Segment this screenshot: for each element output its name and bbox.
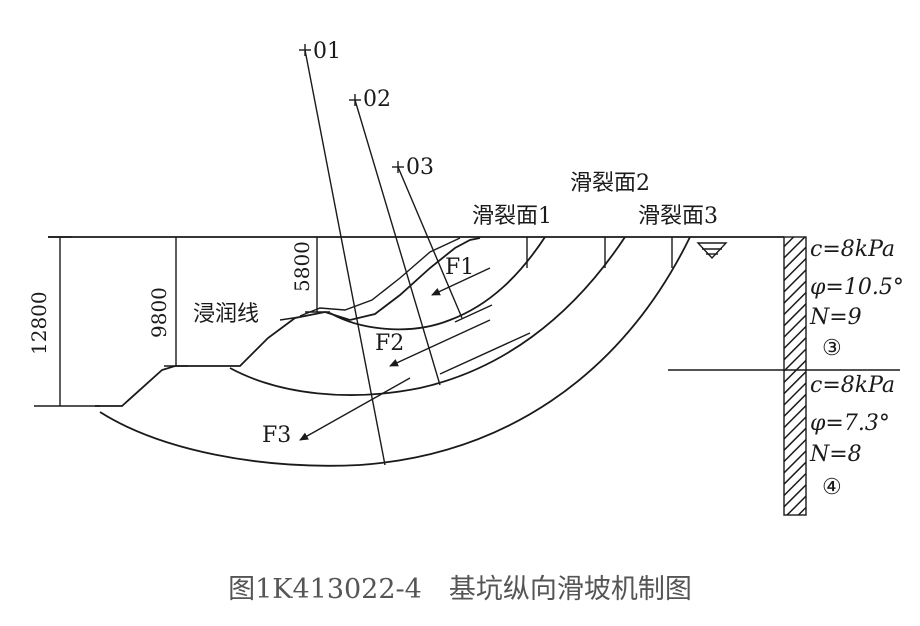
layer3-cohesion: c=8kPa — [810, 237, 895, 262]
phreatic-line-label: 浸润线 — [193, 302, 259, 327]
dimension-label-5800: 5800 — [290, 241, 314, 292]
force-label-f1: F1 — [445, 255, 474, 280]
water-table-icon — [696, 242, 728, 260]
dimension-12800 — [34, 236, 100, 407]
dimension-9800 — [164, 237, 188, 367]
figure-caption: 图1K413022-4 基坑纵向滑坡机制图 — [228, 574, 692, 605]
center-marker-02 — [349, 94, 361, 106]
radius-line-03 — [397, 166, 463, 319]
slip-label-2: 滑裂面2 — [570, 171, 650, 196]
center-label-01: 01 — [313, 39, 341, 64]
radius-line-02 — [354, 99, 441, 386]
layer4-cohesion: c=8kPa — [810, 373, 895, 398]
layer3-spt-n: N=9 — [809, 305, 862, 330]
force-arrow-f1 — [431, 267, 491, 296]
slip-label-1: 滑裂面1 — [472, 204, 552, 229]
retaining-wall — [783, 236, 807, 516]
slip-label-3: 滑裂面3 — [638, 204, 718, 229]
force-arrow-f3 — [299, 377, 411, 441]
force-label-f2: F2 — [375, 331, 404, 356]
slip-surface-1 — [329, 236, 546, 331]
center-label-03: 03 — [406, 155, 434, 180]
center-marker-01 — [299, 44, 311, 56]
force-arrow-f2 — [389, 319, 491, 367]
radius-line-01 — [304, 49, 386, 466]
dimension-5800 — [305, 237, 330, 313]
center-label-02: 02 — [363, 87, 391, 112]
force-guide-2 — [439, 332, 531, 375]
phreatic-line — [299, 237, 461, 317]
layer3-friction-angle: φ=10.5° — [810, 275, 904, 300]
layer4-number: ④ — [822, 475, 842, 500]
center-marker-03 — [392, 161, 404, 173]
slip-surface-3 — [99, 236, 691, 467]
layer4-friction-angle: φ=7.3° — [810, 411, 890, 436]
phreatic-leader — [279, 316, 301, 321]
layer3-number: ③ — [822, 336, 842, 361]
layer4-spt-n: N=8 — [809, 442, 862, 467]
force-label-f3: F3 — [262, 423, 291, 448]
dimension-label-9800: 9800 — [147, 287, 171, 338]
dimension-label-12800: 12800 — [27, 291, 51, 355]
force-guide-1 — [454, 304, 493, 323]
slip-surface-2 — [229, 236, 626, 396]
